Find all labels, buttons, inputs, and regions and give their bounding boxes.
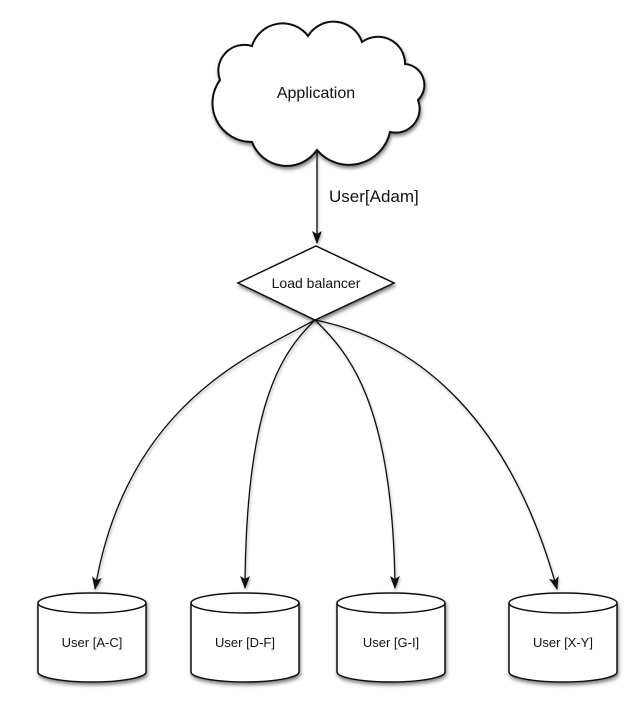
application-cloud-shape — [211, 20, 426, 167]
shard-label-x-y: User [X-Y] — [533, 635, 593, 650]
load-balancer-node: Load balancer — [236, 245, 396, 321]
app-to-loadbalancer-edge-label: User[Adam] — [329, 187, 419, 206]
shard-label-a-c: User [A-C] — [62, 635, 123, 650]
shard-cylinder-x-y — [508, 592, 618, 683]
shard-cylinder-a-c — [37, 592, 147, 683]
load-balancer-diamond-shape — [236, 245, 396, 321]
cylinder-body — [508, 603, 618, 683]
cylinder-top — [508, 592, 618, 614]
loadbalancer-to-shard-d-f-arrow — [240, 319, 316, 589]
shard-label-g-i: User [G-I] — [363, 635, 419, 650]
load-balancer-label: Load balancer — [272, 275, 361, 291]
application-node: Application — [211, 20, 426, 167]
shard-cylinder-d-f — [190, 592, 300, 683]
cylinder-top — [336, 592, 446, 614]
cylinder-body — [37, 603, 147, 683]
cylinder-body — [190, 603, 300, 683]
loadbalancer-to-shard-g-i-arrow — [314, 319, 400, 589]
cylinder-body — [336, 603, 446, 683]
loadbalancer-to-shard-a-c-arrow — [92, 319, 316, 590]
application-label: Application — [277, 85, 355, 102]
shard-label-d-f: User [D-F] — [215, 635, 275, 650]
cylinder-top — [37, 592, 147, 614]
cylinder-top — [190, 592, 300, 614]
shard-nodes: User [A-C] User [D-F] User [G-I] User [X… — [37, 592, 618, 683]
edge-group — [92, 150, 559, 590]
shard-cylinder-g-i — [336, 592, 446, 683]
loadbalancer-to-shard-x-y-arrow — [314, 319, 559, 590]
